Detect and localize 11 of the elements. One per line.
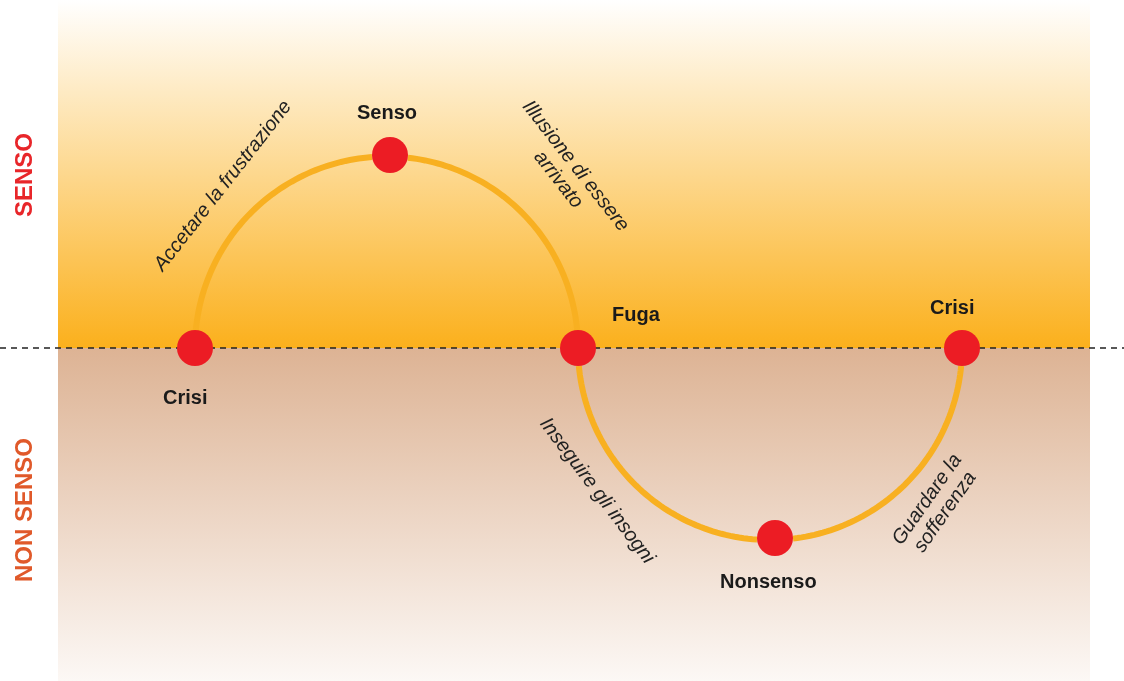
arc-connector <box>407 154 581 331</box>
node-label: Fuga <box>612 303 660 326</box>
arc-connector <box>792 365 965 542</box>
node-label: Nonsenso <box>720 570 817 593</box>
node-label: Crisi <box>930 296 975 319</box>
arc-connector <box>575 365 758 543</box>
node-label: Senso <box>357 101 418 124</box>
arc-connector <box>192 154 373 331</box>
region-label: SENSO <box>10 133 38 217</box>
node-label: Crisi <box>163 386 208 409</box>
region-label: NON SENSO <box>10 438 38 582</box>
